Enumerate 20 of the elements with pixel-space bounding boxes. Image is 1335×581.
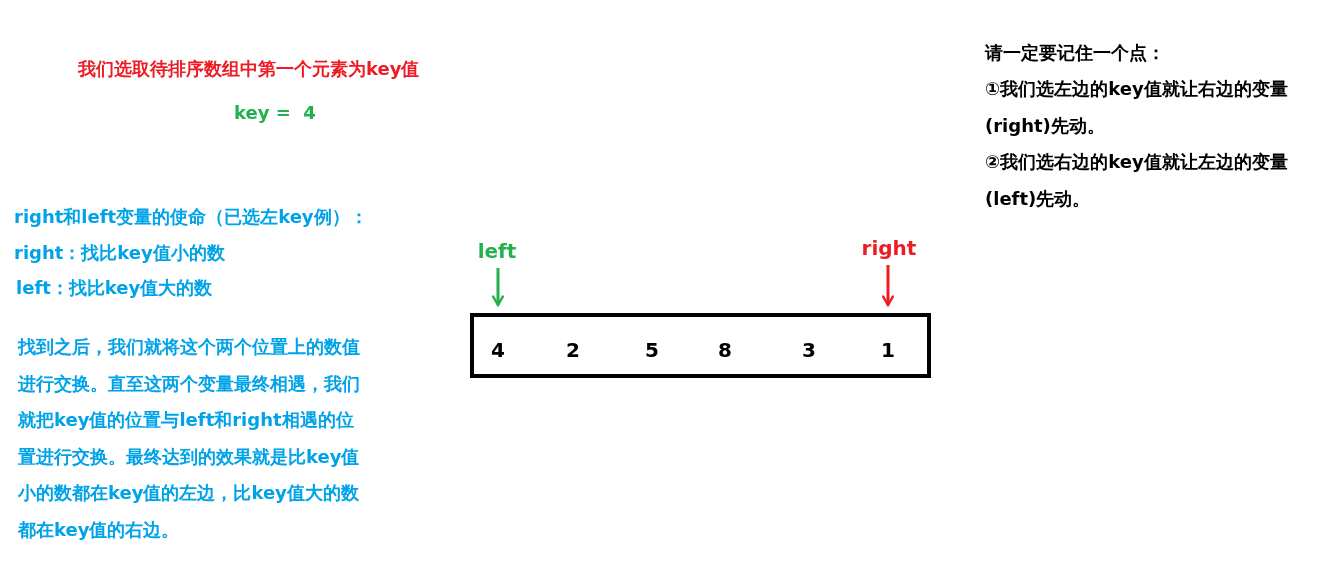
arrow bbox=[882, 265, 894, 307]
array-element: 2 bbox=[553, 321, 593, 378]
note-text: ①我们选左边的key值就让右边的变量(right)先动。 bbox=[985, 77, 1289, 138]
note-text: key = 4 bbox=[234, 101, 317, 125]
array-element: 5 bbox=[632, 321, 672, 378]
note-text: left：找比key值大的数 bbox=[16, 276, 214, 300]
note-text: right和left变量的使命（已选左key例）： bbox=[14, 205, 369, 229]
array-element: 1 bbox=[868, 321, 908, 378]
pointer-label: right bbox=[860, 233, 918, 263]
array-element: 8 bbox=[705, 321, 745, 378]
note-text: 请一定要记住一个点： bbox=[985, 41, 1166, 65]
note-text: 我们选取待排序数组中第一个元素为key值 bbox=[78, 57, 421, 81]
arrow bbox=[492, 268, 504, 307]
array-element: 4 bbox=[478, 321, 518, 378]
note-text: 找到之后，我们就将这个两个位置上的数值进行交换。直至这两个变量最终相遇，我们就把key值的位置与left和right相遇的位置进行交换。最终达到的效果就是比key值小的数都在key值的左边，比key值大的数都在key值的右边。 bbox=[18, 335, 361, 542]
note-text: right：找比key值小的数 bbox=[14, 241, 226, 265]
array-element: 3 bbox=[789, 321, 829, 378]
array-box bbox=[470, 313, 931, 378]
note-text: ②我们选右边的key值就让左边的变量(left)先动。 bbox=[985, 150, 1289, 211]
pointer-label: left bbox=[474, 236, 520, 266]
